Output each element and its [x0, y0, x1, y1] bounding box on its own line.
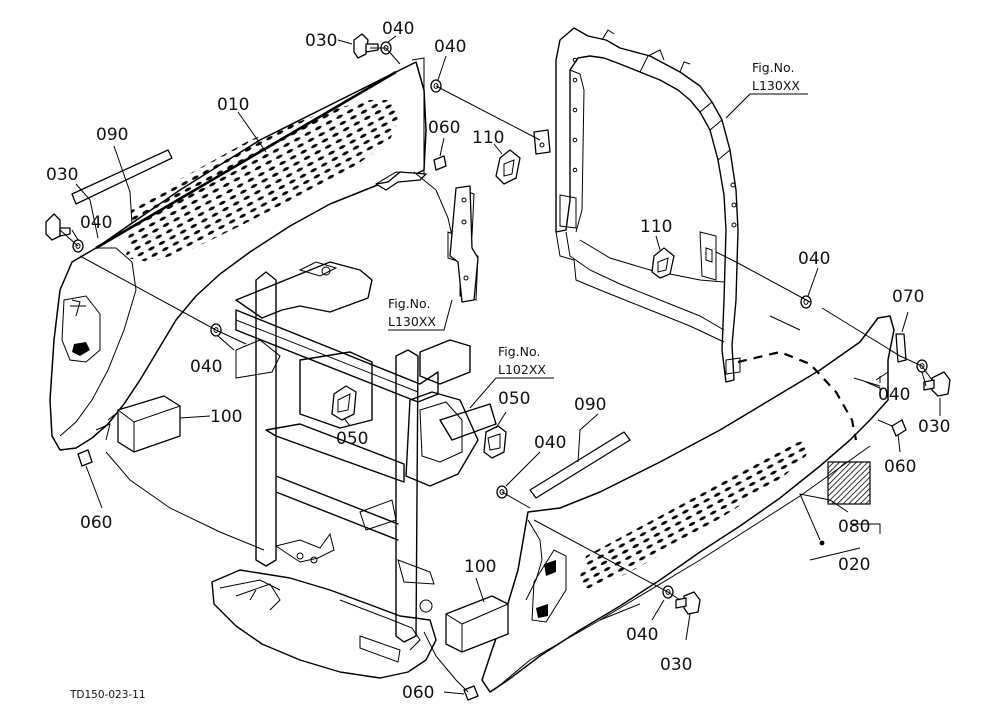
rops-frame — [555, 27, 741, 383]
callout-label: 030 — [305, 31, 337, 51]
callout-label: 040 — [80, 213, 112, 233]
callout-label: 020 — [838, 555, 870, 575]
callout-label: 030 — [46, 165, 78, 185]
figure-ref-line2: L102XX — [498, 362, 546, 377]
callout-label: 030 — [918, 417, 950, 437]
bracket-strips — [375, 129, 551, 303]
figure-ref-rops: Fig.No. L130XX — [752, 60, 800, 93]
callout-labels: 030 040 040 010 090 030 040 060 110 110 … — [46, 19, 950, 703]
callout-label: 080 — [838, 517, 870, 537]
main-frame — [211, 189, 497, 679]
callout-label: 060 — [884, 457, 916, 477]
weld-point-marker — [819, 540, 825, 546]
callout-label: 100 — [464, 557, 496, 577]
callout-label: 060 — [402, 683, 434, 703]
latch-bolt-030-right — [923, 371, 951, 397]
clips-050 — [331, 385, 507, 459]
pins-060 — [77, 155, 907, 701]
figure-ref-line1: Fig.No. — [498, 344, 540, 359]
latch-bolt-030-left — [45, 213, 71, 241]
callout-label: 040 — [626, 625, 658, 645]
rubber-strip-090-left — [71, 149, 173, 205]
latch-bolt-030-bottom — [675, 591, 701, 615]
callout-label: 060 — [428, 118, 460, 138]
figure-ref-line1: Fig.No. — [752, 60, 794, 75]
figure-ref-line2: L130XX — [388, 314, 436, 329]
washers-040 — [72, 41, 928, 599]
assembly-lines — [59, 47, 933, 693]
label-leaders — [71, 35, 941, 695]
callout-label: 040 — [798, 249, 830, 269]
callout-label: 040 — [382, 19, 414, 39]
figure-ref-bracket: Fig.No. L130XX — [388, 296, 436, 329]
figure-ref-line2: L130XX — [752, 78, 800, 93]
clips-110 — [495, 149, 675, 279]
foam-block-100-left — [117, 395, 181, 453]
figure-ref-frame: Fig.No. L102XX — [498, 344, 546, 377]
callout-label: 030 — [660, 655, 692, 675]
callout-label: 040 — [190, 357, 222, 377]
right-side-cover — [481, 315, 895, 693]
callout-label: 090 — [96, 125, 128, 145]
callout-label: 110 — [472, 128, 504, 148]
callout-label: 070 — [892, 287, 924, 307]
left-side-cover — [49, 57, 427, 451]
callout-label: 090 — [574, 395, 606, 415]
latch-bolt-030-top — [353, 33, 379, 59]
callout-label: 040 — [434, 37, 466, 57]
figure-ref-line1: Fig.No. — [388, 296, 430, 311]
rubber-strip-090-right — [529, 431, 631, 499]
callout-label: 100 — [210, 407, 242, 427]
callout-label: 040 — [878, 385, 910, 405]
callout-label: 050 — [336, 429, 368, 449]
drawing-code: TD150-023-11 — [69, 689, 146, 701]
callout-label: 050 — [498, 389, 530, 409]
callout-label: 110 — [640, 217, 672, 237]
callout-label: 060 — [80, 513, 112, 533]
callout-label: 040 — [534, 433, 566, 453]
foam-block-100-right — [445, 595, 509, 653]
callout-label: 010 — [217, 95, 249, 115]
